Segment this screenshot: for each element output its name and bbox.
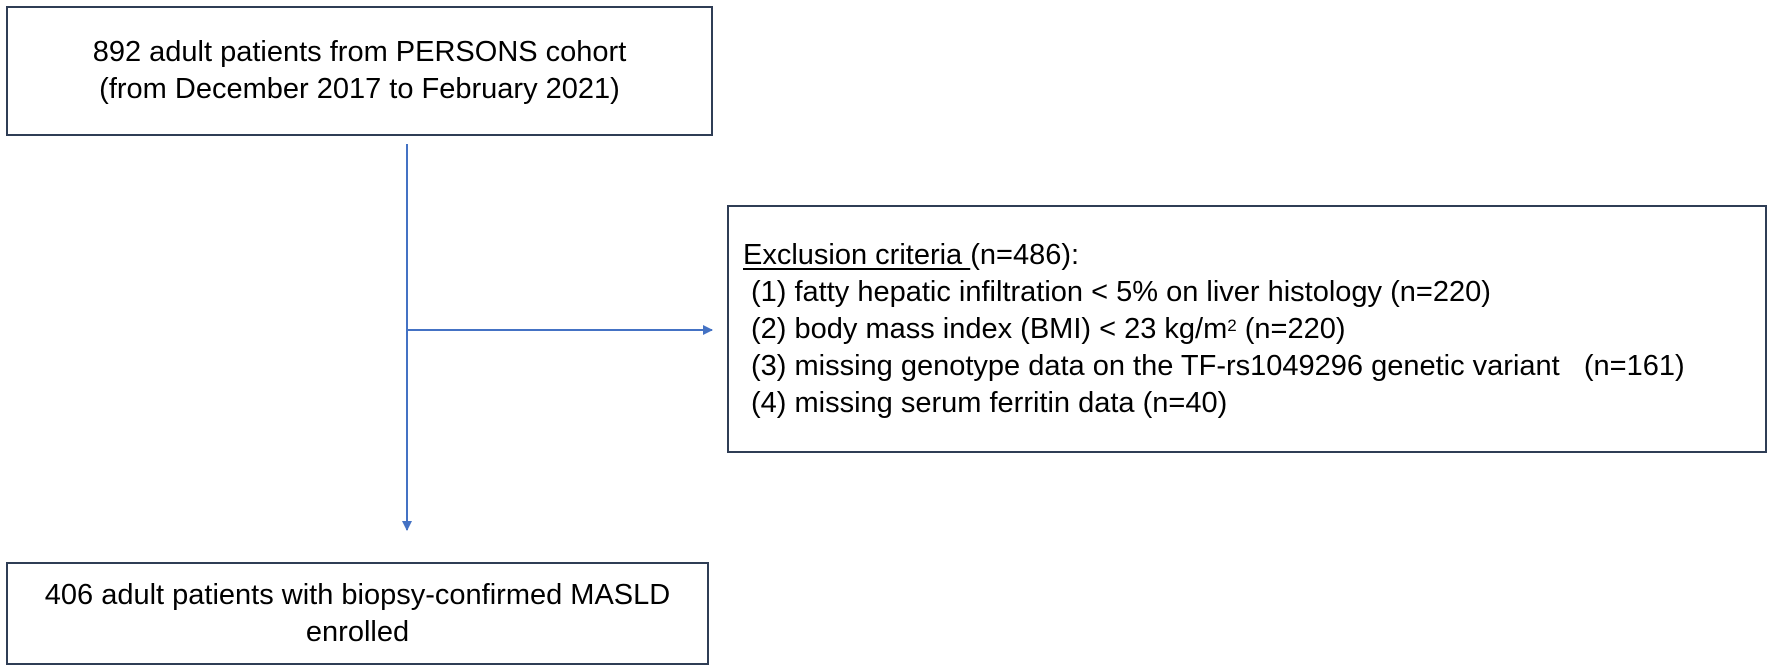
cohort-source-line1: 892 adult patients from PERSONS cohort: [92, 36, 627, 68]
enrolled-patients-box: 406 adult patients with biopsy-confirmed…: [6, 562, 709, 665]
exclusion-heading: Exclusion criteria: [743, 239, 971, 271]
exclusion-criterion-2: (2) body mass index (BMI) < 23 kg/m2 (n=…: [743, 311, 1765, 348]
exclusion-criterion-2-count: (n=220): [1236, 313, 1346, 345]
exclusion-criterion-2-text: (2) body mass index (BMI) < 23 kg/m: [751, 313, 1228, 345]
exclusion-heading-line: Exclusion criteria (n=486):: [743, 237, 1765, 274]
exclusion-criterion-2-superscript: 2: [1227, 316, 1237, 335]
exclusion-heading-count: (n=486):: [970, 239, 1080, 271]
exclusion-criterion-1: (1) fatty hepatic infiltration < 5% on l…: [751, 276, 1491, 308]
exclusion-criterion-3: (3) missing genotype data on the TF-rs10…: [751, 350, 1685, 382]
exclusion-criterion-4: (4) missing serum ferritin data (n=40): [751, 387, 1228, 419]
exclusion-criteria-box: Exclusion criteria (n=486): (1) fatty he…: [727, 205, 1767, 453]
enrolled-line1: 406 adult patients with biopsy-confirmed…: [44, 578, 671, 611]
cohort-source-box: 892 adult patients from PERSONS cohort (…: [6, 6, 713, 136]
enrolled-line2: enrolled: [305, 615, 410, 648]
cohort-source-line2: (from December 2017 to February 2021): [99, 73, 620, 105]
